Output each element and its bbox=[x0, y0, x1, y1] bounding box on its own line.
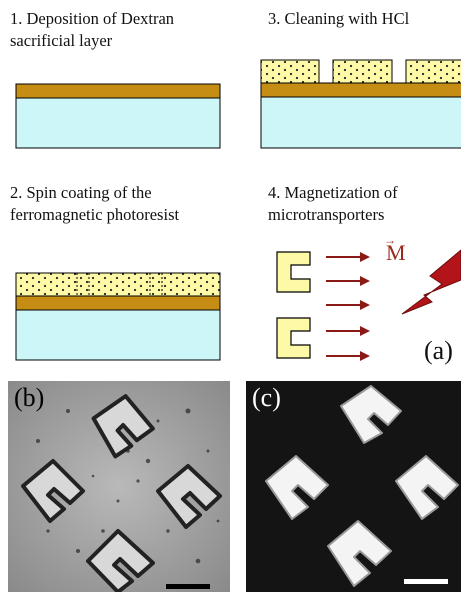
microstructure-c2 bbox=[265, 455, 329, 520]
step4-microtransporter-2 bbox=[276, 317, 311, 359]
step3-block-1 bbox=[260, 59, 320, 84]
step3-caption: 3. Cleaning with HCl bbox=[268, 9, 410, 28]
panel-label-b: (b) bbox=[14, 383, 45, 412]
step3-block-3 bbox=[405, 59, 461, 84]
magnetization-symbol: M bbox=[386, 240, 406, 265]
step1-caption: 1. Deposition of Dextran sacrificial lay… bbox=[10, 9, 175, 50]
step2-stack bbox=[15, 272, 221, 361]
microstructure-c3 bbox=[395, 455, 459, 520]
field-arrow-4 bbox=[326, 326, 370, 336]
field-arrow-1 bbox=[326, 252, 370, 262]
panel-label-c: (c) bbox=[252, 383, 281, 412]
microstructure-b3 bbox=[156, 464, 222, 529]
step2-dextran-layer bbox=[15, 295, 221, 311]
microstructure-c4 bbox=[327, 520, 392, 587]
micrograph-brightfield: (b) bbox=[8, 381, 230, 592]
magnetic-field-arrows bbox=[326, 252, 370, 361]
step2-photoresist-layer bbox=[15, 272, 221, 297]
step2-substrate bbox=[15, 309, 221, 361]
field-arrow-3 bbox=[326, 300, 370, 310]
micrograph-darkfield: (c) bbox=[246, 381, 461, 592]
step2-caption: 2. Spin coating of the ferromagnetic pho… bbox=[10, 183, 180, 224]
scale-bar-b bbox=[166, 584, 210, 589]
lightning-bolt-icon bbox=[401, 249, 461, 315]
field-arrow-2 bbox=[326, 276, 370, 286]
microstructure-b1 bbox=[91, 394, 155, 459]
step3-substrate bbox=[260, 96, 461, 149]
field-arrow-5 bbox=[326, 351, 370, 361]
step1-stack bbox=[15, 83, 221, 149]
step1-dextran-layer bbox=[15, 83, 221, 99]
step4-microtransporter-1 bbox=[276, 251, 311, 293]
step3-stack bbox=[260, 59, 461, 149]
microstructure-b4 bbox=[86, 529, 155, 592]
panel-label-a: (a) bbox=[424, 336, 453, 365]
step3-dextran-layer bbox=[260, 82, 461, 98]
vector-arrow-icon: → bbox=[384, 233, 396, 247]
scale-bar-c bbox=[404, 579, 448, 584]
step3-block-2 bbox=[332, 59, 393, 84]
microstructure-b2 bbox=[21, 459, 85, 523]
fabrication-diagram bbox=[15, 59, 461, 361]
microstructure-c1 bbox=[340, 385, 402, 444]
step4-caption: 4. Magnetization of microtransporters bbox=[268, 183, 398, 224]
step1-substrate bbox=[15, 97, 221, 149]
